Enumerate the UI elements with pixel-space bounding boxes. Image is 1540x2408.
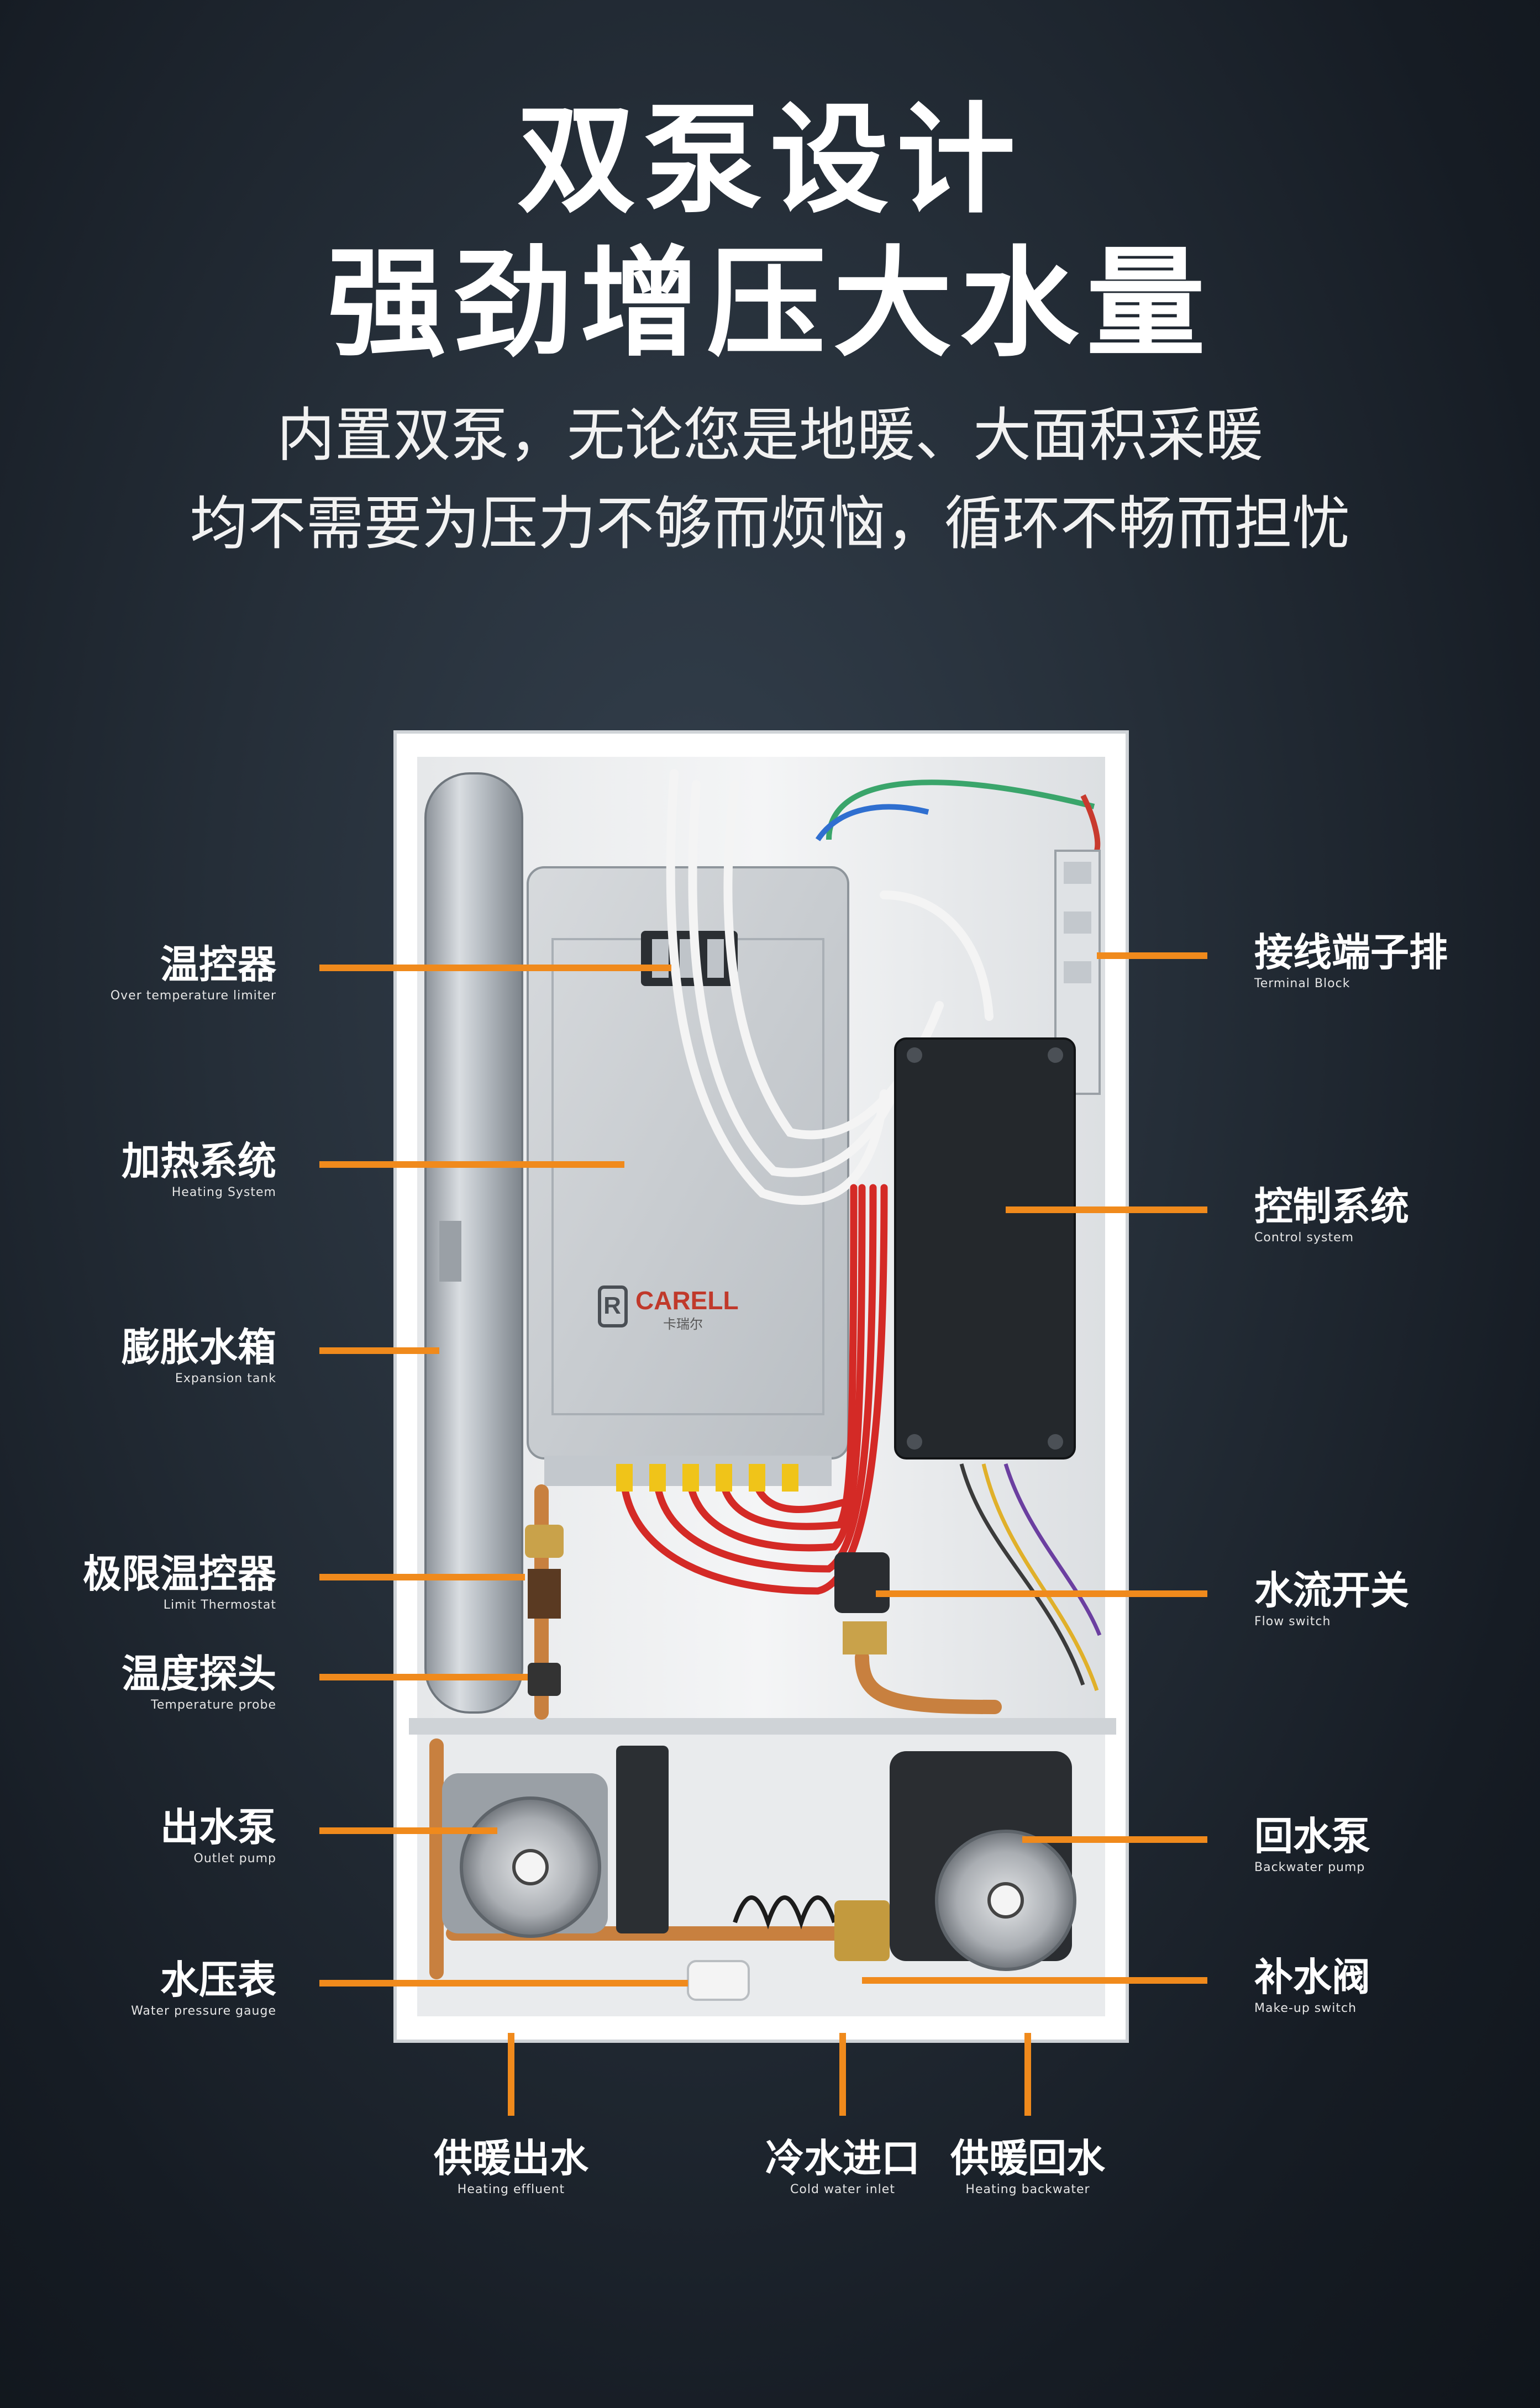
- label-en: Water pressure gauge: [131, 2004, 276, 2018]
- label-cn: 膨胀水箱: [122, 1325, 276, 1370]
- coiled-pipe: [733, 1895, 837, 1930]
- heating-wires: [666, 769, 994, 1205]
- label-terminal-block: 接线端子排 Terminal Block: [1254, 929, 1448, 992]
- control-wires: [959, 1463, 1102, 1692]
- label-en: Outlet pump: [193, 1852, 276, 1866]
- label-cn: 温控器: [160, 942, 276, 987]
- expansion-tank: [424, 772, 523, 1714]
- label-en: Backwater pump: [1254, 1861, 1365, 1874]
- backwater-pump: [890, 1751, 1076, 1971]
- label-outlet-pump: 出水泵 Outlet pump: [160, 1804, 276, 1867]
- label-en: Control system: [1254, 1231, 1354, 1245]
- limit-thermostat: [525, 1525, 564, 1619]
- label-heating-backwater: 供暖回水 Heating backwater: [890, 2135, 1166, 2198]
- page-title-line-2: 强劲增压大水量: [327, 234, 1213, 373]
- over-temperature-limiter: [641, 931, 738, 986]
- label-heating-effluent: 供暖出水 Heating effluent: [373, 2135, 649, 2198]
- label-control-system: 控制系统 Control system: [1254, 1183, 1409, 1246]
- label-cn: 冷水进口: [765, 2136, 920, 2181]
- label-cn: 温度探头: [122, 1651, 276, 1696]
- label-temperature-probe: 温度探头 Temperature probe: [122, 1651, 276, 1714]
- page-subtitle-line-1: 内置双泵，无论您是地暖、大面积采暖: [276, 402, 1263, 469]
- label-cn: 补水阀: [1254, 1954, 1370, 2000]
- flow-switch: [834, 1552, 890, 1654]
- label-make-up-valve: 补水阀 Make-up switch: [1254, 1954, 1370, 2017]
- label-cn: 控制系统: [1254, 1184, 1409, 1229]
- carell-logo-sub: 卡瑞尔: [663, 1316, 703, 1332]
- label-flow-switch: 水流开关 Flow switch: [1254, 1567, 1409, 1630]
- label-en: Over temperature limiter: [110, 989, 276, 1003]
- callout-lines: [319, 952, 1207, 2116]
- label-cn: 接线端子排: [1254, 930, 1448, 975]
- page-title-line-1: 双泵设计: [517, 91, 1023, 229]
- label-cn: 极限温控器: [83, 1551, 276, 1596]
- label-over-temperature-limiter: 温控器 Over temperature limiter: [111, 941, 276, 1004]
- label-en: Terminal Block: [1254, 977, 1350, 990]
- svg-text:R: R: [603, 1292, 621, 1319]
- label-en: Temperature probe: [151, 1698, 276, 1712]
- heating-system-block: R CARELL 卡瑞尔: [527, 866, 849, 1486]
- outlet-pump: [442, 1746, 669, 1938]
- label-cn: 回水泵: [1254, 1814, 1370, 1859]
- label-heating-system: 加热系统 Heating System: [122, 1138, 276, 1201]
- label-cold-water-inlet: 冷水进口 Cold water inlet: [705, 2135, 981, 2198]
- label-cn: 水压表: [160, 1957, 276, 2003]
- label-water-pressure-gauge: 水压表 Water pressure gauge: [131, 1957, 276, 2020]
- carell-logo-text: CARELL: [635, 1286, 739, 1315]
- water-pressure-gauge: [687, 1960, 750, 2001]
- temperature-probe: [528, 1663, 561, 1696]
- label-en: Flow switch: [1254, 1615, 1331, 1629]
- carell-logo-mark: [598, 1285, 628, 1327]
- label-en: Heating System: [171, 1185, 276, 1199]
- wire-connectors: [616, 1464, 798, 1492]
- label-en: Cold water inlet: [790, 2183, 895, 2196]
- label-en: Heating effluent: [457, 2183, 565, 2196]
- label-en: Expansion tank: [175, 1372, 276, 1385]
- label-en: Heating backwater: [965, 2183, 1090, 2196]
- page-subtitle-line-2: 均不需要为压力不够而烦恼，循环不畅而担忧: [190, 490, 1350, 557]
- label-en: Make-up switch: [1254, 2001, 1357, 2015]
- make-up-valve: [834, 1900, 890, 1961]
- control-system-box: [894, 1037, 1076, 1459]
- label-cn: 水流开关: [1254, 1568, 1409, 1613]
- label-cn: 加热系统: [122, 1139, 276, 1184]
- label-cn: 供暖出水: [434, 2136, 588, 2181]
- label-en: Limit Thermostat: [163, 1598, 276, 1612]
- ground-wires: [815, 779, 1101, 852]
- label-expansion-tank: 膨胀水箱 Expansion tank: [122, 1324, 276, 1387]
- terminal-block: [1054, 850, 1101, 1095]
- label-cn: 出水泵: [160, 1805, 276, 1850]
- label-cn: 供暖回水: [950, 2136, 1105, 2181]
- label-backwater-pump: 回水泵 Backwater pump: [1254, 1813, 1370, 1876]
- label-limit-thermostat: 极限温控器 Limit Thermostat: [83, 1551, 276, 1614]
